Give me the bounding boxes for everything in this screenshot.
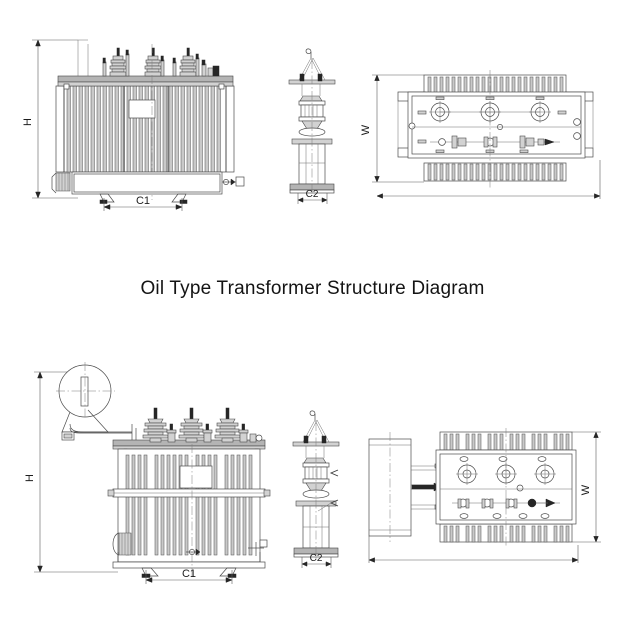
lv-bushings-upper [201, 59, 220, 77]
lifting-hook-lower [309, 410, 316, 420]
dimension-label-h-upper: H [22, 118, 34, 126]
lv-bushing-plan-lower [452, 498, 560, 519]
nameplate [128, 99, 156, 119]
hv-bushings-lower [142, 407, 241, 443]
radiator-bank-top [423, 74, 567, 94]
dimension-label-c1-lower: C1 [182, 568, 196, 580]
upper-front-view [32, 39, 245, 211]
diagram-caption-text: Oil Type Transformer Structure Diagram [140, 278, 485, 299]
radiator-tube-bank [125, 454, 253, 556]
dimension-label-w-lower: W [580, 484, 592, 495]
hv-bushing-plan-upper [429, 96, 551, 123]
dimension-c1-upper [103, 198, 183, 211]
dimension-c2-upper [297, 193, 328, 204]
dimension-label-h-lower: H [24, 474, 36, 482]
dimension-label-c2-upper: C2 [306, 189, 319, 200]
radiator-bank-bottom [423, 162, 567, 182]
tank-cover [57, 75, 234, 83]
dimension-h-upper [32, 39, 78, 199]
lower-front-view [34, 362, 271, 584]
hv-bushing-plan-lower [456, 456, 556, 485]
nameplate-lower [179, 465, 213, 489]
dimension-label-c1-upper: C1 [136, 195, 150, 207]
dimension-c2-lower [301, 557, 332, 568]
upper-top-view [372, 70, 601, 199]
hv-bushings-upper [102, 47, 200, 77]
base-skid-upper [51, 171, 245, 195]
lower-side-view [292, 410, 340, 568]
conservator-tank [56, 362, 137, 441]
lv-bushing-plan-upper [430, 135, 560, 153]
diagram-caption: Oil Type Transformer Structure Diagram [0, 278, 625, 300]
lifting-hook-upper [305, 48, 312, 58]
dimension-c1-lower [145, 570, 233, 584]
dimension-label-w-upper: W [360, 124, 372, 135]
conservator-plan [368, 432, 443, 542]
dimension-label-c2-lower: C2 [310, 553, 323, 564]
lv-bushings-lower [166, 423, 263, 443]
lower-top-view [368, 428, 601, 563]
oil-level-gauge [80, 376, 89, 407]
upper-side-view [288, 48, 336, 204]
dimension-w-upper [372, 74, 424, 183]
dimension-w-lower [572, 431, 601, 543]
